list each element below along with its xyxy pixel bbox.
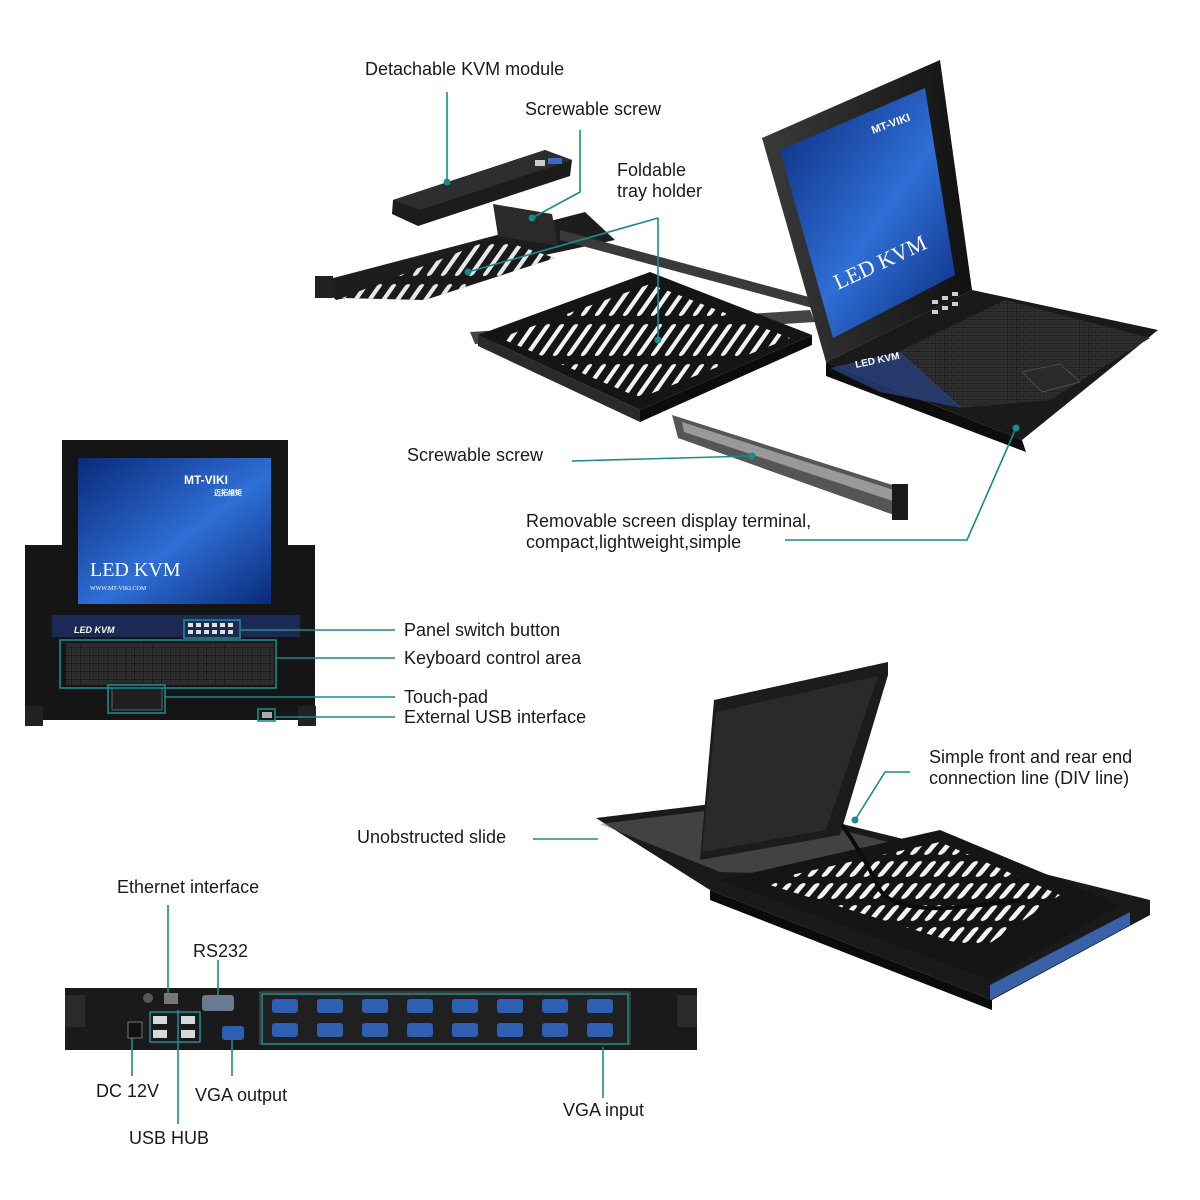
label-tray-line1: Foldable [617, 160, 687, 180]
front-keyboard [66, 643, 274, 685]
exploded-kvm-console: MT-VIKI LED KVM LED KVM [315, 60, 1158, 520]
rear-panel [65, 988, 697, 1050]
leader-screw-mid [571, 455, 753, 462]
label-screw-top: Screwable screw [525, 99, 662, 119]
leader-removable [785, 427, 1017, 541]
front-screen-title: LED KVM [90, 559, 181, 581]
label-usb-interface: External USB interface [404, 707, 587, 727]
label-panel-switch: Panel switch button [404, 620, 561, 640]
label-tray-line2: tray holder [617, 181, 703, 201]
slide-view-console [596, 662, 1150, 1010]
front-bezel-label: LED KVM [74, 625, 115, 635]
front-screen-brand-sub: 迈拓维矩 [214, 488, 242, 497]
label-touchpad: Touch-pad [404, 687, 489, 707]
callout-leaders [131, 92, 1017, 1124]
leader-screw-top [531, 130, 581, 219]
vga-input-ports [272, 999, 613, 1037]
front-view-console: MT-VIKI 迈拓维矩 LED KVM WWW.MT-VIKI.COM LED… [25, 440, 316, 726]
label-rs232: RS232 [193, 941, 249, 961]
usb-hub-ports [153, 1016, 195, 1038]
label-slide: Unobstructed slide [357, 827, 507, 847]
console-touchpad [1021, 363, 1081, 393]
label-keyboard-area: Keyboard control area [404, 648, 582, 668]
label-removable-line1: Removable screen display terminal, [526, 511, 812, 531]
console-screen [780, 88, 955, 338]
vga-output-port [222, 1026, 244, 1040]
leader-div-line [854, 771, 910, 821]
front-screen-brand: MT-VIKI [184, 473, 228, 487]
front-usb-port [262, 712, 272, 718]
tray-bracket [493, 204, 558, 246]
label-dc: DC 12V [96, 1081, 160, 1101]
callout-dots [443, 178, 1020, 824]
panel-switch-buttons [188, 623, 233, 634]
label-vga-input: VGA input [563, 1100, 645, 1120]
console-keyboard [898, 300, 1150, 408]
label-vga-output: VGA output [195, 1085, 288, 1105]
ethernet-port [164, 993, 178, 1004]
front-touchpad [111, 687, 163, 711]
dc-jack [127, 1021, 143, 1039]
label-removable-line2: compact,lightweight,simple [526, 532, 742, 552]
label-detachable-module: Detachable KVM module [365, 59, 565, 79]
rs232-port [202, 995, 234, 1011]
callout-boxes [59, 619, 629, 1045]
label-screw-mid: Screwable screw [407, 445, 544, 465]
div-connection-cable [840, 823, 1021, 911]
label-div-line2: connection line (DIV line) [929, 768, 1130, 788]
label-usb-hub: USB HUB [129, 1128, 210, 1148]
label-div-line1: Simple front and rear end [929, 747, 1133, 767]
label-ethernet: Ethernet interface [117, 877, 260, 897]
front-screen-url: WWW.MT-VIKI.COM [90, 586, 147, 592]
front-screen [78, 458, 271, 604]
leader-tray-rear [467, 217, 659, 273]
